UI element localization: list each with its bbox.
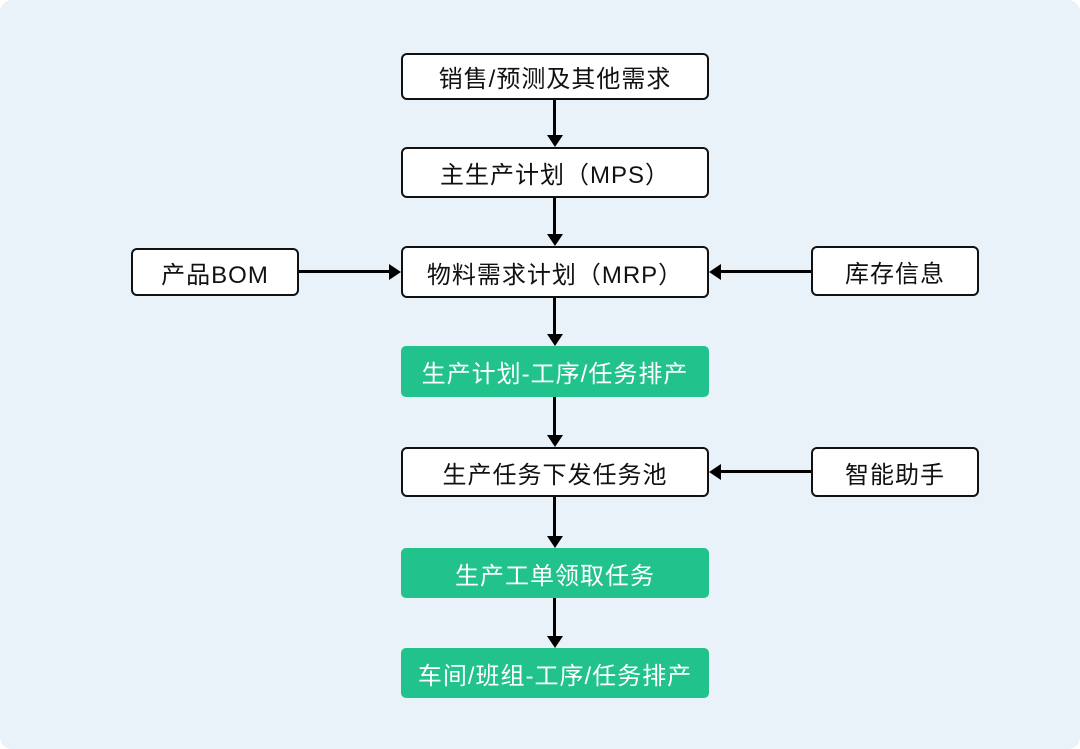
arrow-plan-scheduling-to-task-pool-icon — [553, 397, 556, 435]
arrow-inventory-to-mrp-icon — [721, 270, 811, 273]
node-product-bom: 产品BOM — [131, 248, 299, 296]
node-task-pool: 生产任务下发任务池 — [401, 447, 709, 497]
node-mrp: 物料需求计划（MRP） — [401, 246, 709, 298]
node-mps: 主生产计划（MPS） — [401, 147, 709, 198]
node-workshop-scheduling: 车间/班组-工序/任务排产 — [401, 648, 709, 698]
arrow-mps-to-mrp-icon — [553, 198, 556, 234]
node-inventory-info: 库存信息 — [811, 246, 979, 296]
arrow-task-pool-to-work-order-icon — [553, 497, 556, 536]
arrow-work-order-to-workshop-icon — [553, 598, 556, 636]
arrow-bom-to-mrp-icon — [299, 270, 389, 273]
arrow-assistant-to-task-pool-icon — [721, 470, 811, 473]
arrow-mrp-to-plan-scheduling-icon — [553, 298, 556, 334]
node-plan-scheduling: 生产计划-工序/任务排产 — [401, 346, 709, 397]
node-sales-forecast: 销售/预测及其他需求 — [401, 53, 709, 100]
arrow-sales-to-mps-icon — [553, 100, 556, 135]
node-smart-assistant: 智能助手 — [811, 447, 979, 497]
node-work-order: 生产工单领取任务 — [401, 548, 709, 598]
